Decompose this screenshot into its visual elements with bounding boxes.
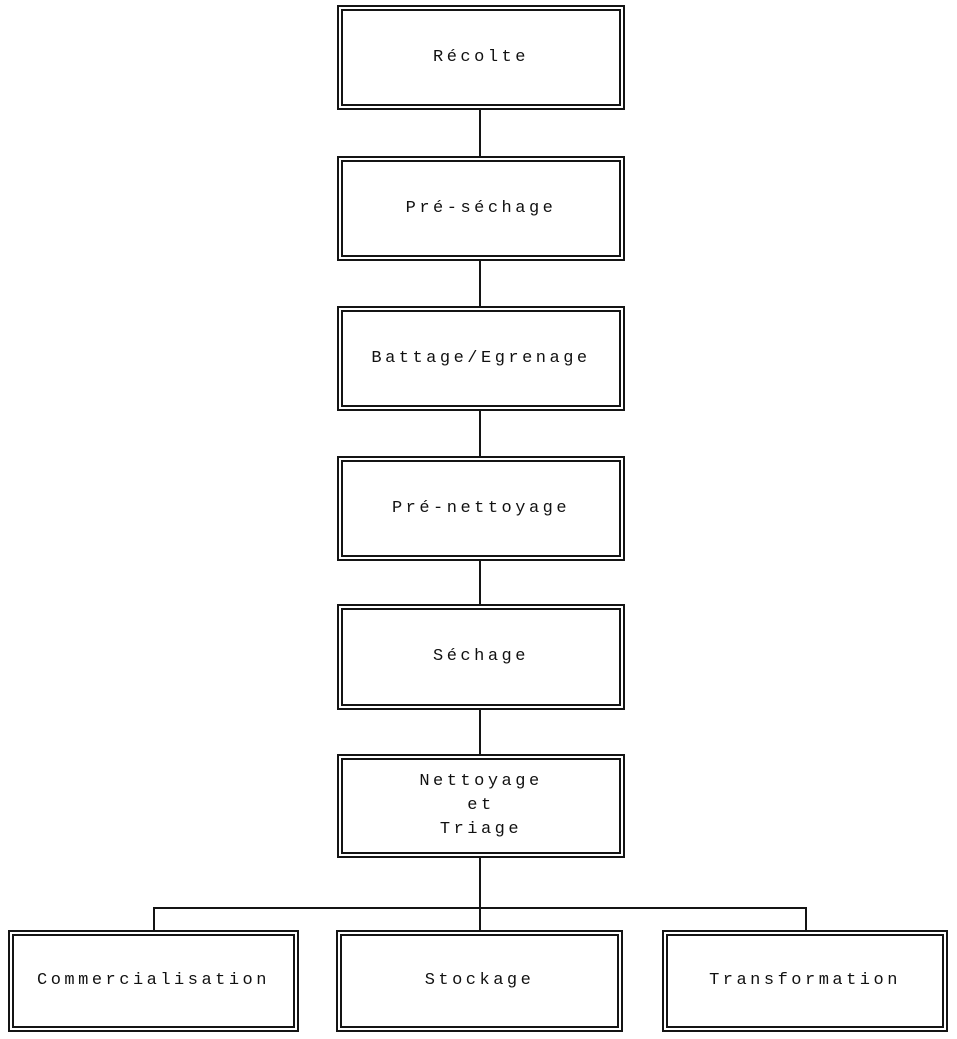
flow-box-nettoyage-et-triage: Nettoyage et Triage (337, 754, 625, 858)
connector-line (479, 710, 481, 754)
flow-box-label: Transformation (709, 971, 901, 990)
flow-box-label: Commercialisation (37, 971, 270, 990)
flow-box-pre-nettoyage: Pré-nettoyage (337, 456, 625, 561)
flow-box-inner-border: Commercialisation (12, 934, 295, 1028)
connector-line (153, 907, 155, 930)
flow-box-label: Pré-nettoyage (391, 498, 571, 518)
flow-box-transformation: Transformation (662, 930, 948, 1032)
connector-line (805, 907, 807, 930)
connector-line (479, 561, 481, 604)
flow-box-battage-egrenage: Battage/Egrenage (337, 306, 625, 411)
connector-line (479, 858, 481, 930)
flow-box-label: Pré-séchage (405, 198, 557, 218)
connector-line (479, 110, 481, 156)
flow-box-label: Séchage (433, 647, 529, 666)
flow-box-label: Nettoyage et Triage (419, 772, 543, 839)
flow-box-inner-border: Stockage (340, 934, 619, 1028)
connector-line (479, 411, 481, 456)
connector-line (479, 261, 481, 306)
flow-box-label: Stockage (424, 971, 535, 990)
flow-box-commercialisation: Commercialisation (8, 930, 299, 1032)
flow-box-inner-border: Transformation (666, 934, 944, 1028)
flow-box-inner-border: Pré-séchage (341, 160, 621, 257)
flow-box-label: Récolte (433, 47, 529, 67)
flow-box-inner-border: Battage/Egrenage (341, 310, 621, 407)
flow-box-sechage: Séchage (337, 604, 625, 710)
flow-box-inner-border: Séchage (341, 608, 621, 706)
flow-box-stockage: Stockage (336, 930, 623, 1032)
connector-line (153, 907, 807, 909)
flow-box-label: Battage/Egrenage (371, 348, 591, 368)
flow-box-pre-sechage: Pré-séchage (337, 156, 625, 261)
flow-box-inner-border: Pré-nettoyage (341, 460, 621, 557)
flow-box-inner-border: Récolte (341, 9, 621, 106)
flow-box-recolte: Récolte (337, 5, 625, 110)
flow-box-inner-border: Nettoyage et Triage (341, 758, 621, 854)
